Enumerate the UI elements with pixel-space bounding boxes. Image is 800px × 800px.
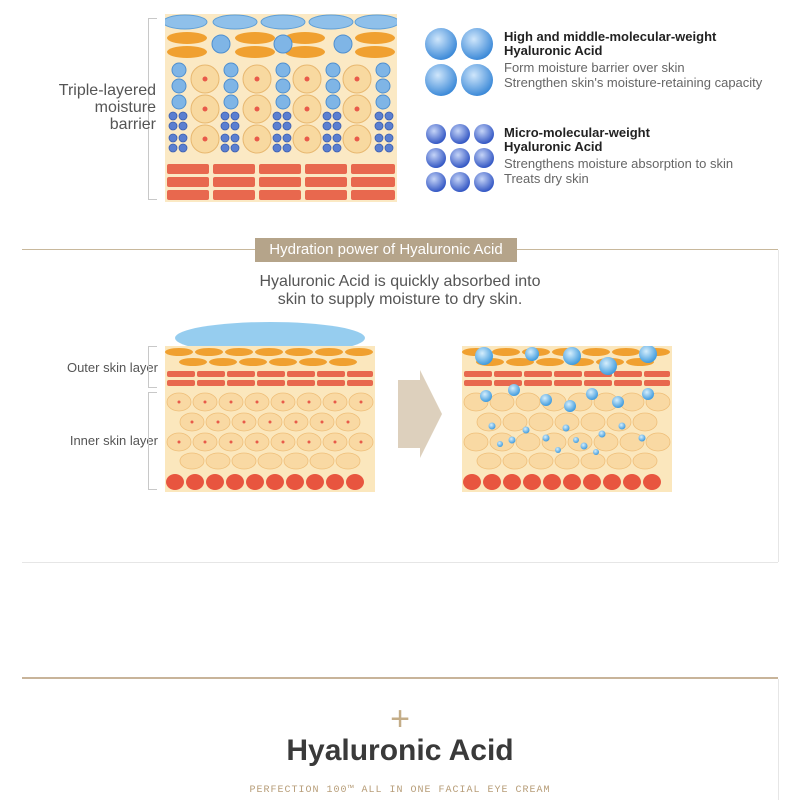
- footer-divider: [22, 677, 778, 679]
- micro-weight-desc-line2: Treats dry skin: [504, 171, 589, 186]
- micro-weight-title-line2: Hyaluronic Acid: [504, 139, 603, 154]
- product-title: Hyaluronic Acid: [286, 734, 514, 767]
- micro-molecular-icon: [426, 124, 494, 192]
- section-divider-bottom: [22, 562, 778, 563]
- footer-right-border: [778, 679, 779, 800]
- barrier-label-line1: Triple-layered: [58, 82, 156, 99]
- barrier-label-line3: barrier: [109, 116, 156, 133]
- micro-weight-title-line1: Micro-molecular-weight: [504, 125, 650, 140]
- inner-bracket: [148, 392, 157, 490]
- high-molecular-icon: [425, 28, 493, 96]
- hydration-subtitle-line2: skin to supply moisture to dry skin.: [277, 291, 523, 308]
- high-weight-desc-line1: Form moisture barrier over skin: [504, 60, 685, 75]
- high-weight-text: High and middle-molecular-weight Hyaluro…: [504, 30, 794, 91]
- skin-diagram-after: [462, 346, 672, 492]
- hydration-subtitle: Hyaluronic Acid is quickly absorbed into…: [200, 273, 600, 309]
- hydration-subtitle-line1: Hyaluronic Acid is quickly absorbed into: [259, 273, 541, 290]
- high-weight-title: High and middle-molecular-weight Hyaluro…: [504, 30, 794, 58]
- triple-layer-diagram: [165, 14, 397, 202]
- plus-icon: +: [390, 700, 410, 738]
- high-weight-desc: Form moisture barrier over skin Strength…: [504, 60, 794, 90]
- barrier-label-line2: moisture: [94, 99, 156, 116]
- outer-bracket: [148, 346, 157, 388]
- high-weight-title-line1: High and middle-molecular-weight: [504, 29, 717, 44]
- outer-skin-label: Outer skin layer: [66, 360, 158, 375]
- micro-weight-desc-line1: Strengthens moisture absorption to skin: [504, 156, 734, 171]
- barrier-bracket: [148, 18, 157, 200]
- hydration-heading: Hydration power of Hyaluronic Acid: [255, 238, 517, 262]
- barrier-label: Triple-layered moisture barrier: [38, 82, 156, 133]
- micro-weight-text: Micro-molecular-weight Hyaluronic Acid S…: [504, 126, 794, 187]
- product-tagline: PERFECTION 100™ ALL IN ONE FACIAL EYE CR…: [249, 785, 551, 796]
- arrow-right-icon: [398, 370, 442, 458]
- skin-diagram-before: [165, 322, 375, 492]
- section-right-border: [778, 250, 779, 562]
- micro-weight-title: Micro-molecular-weight Hyaluronic Acid: [504, 126, 794, 154]
- high-weight-title-line2: Hyaluronic Acid: [504, 43, 603, 58]
- high-weight-desc-line2: Strengthen skin's moisture-retaining cap…: [504, 75, 763, 90]
- micro-weight-desc: Strengthens moisture absorption to skin …: [504, 156, 794, 186]
- inner-skin-label: Inner skin layer: [69, 433, 158, 448]
